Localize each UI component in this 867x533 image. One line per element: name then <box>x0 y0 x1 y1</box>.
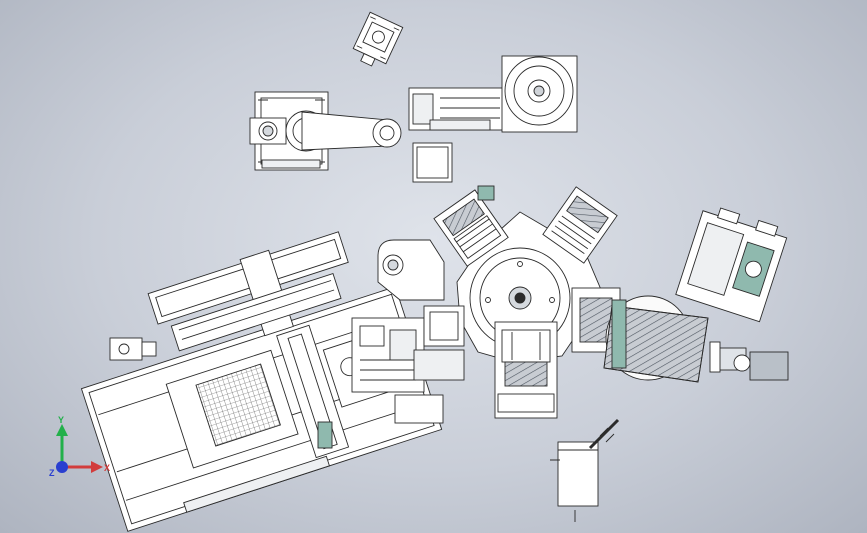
coordinate-triad: Y X Z <box>49 415 110 478</box>
cam-block[interactable] <box>377 239 445 301</box>
camera-unit[interactable] <box>709 341 789 381</box>
far-right-module[interactable] <box>675 203 789 323</box>
small-vise-part[interactable] <box>350 11 404 71</box>
triad-y-label: Y <box>58 415 64 425</box>
rotary-arm-assembly[interactable] <box>249 91 402 171</box>
triad-x-label: X <box>104 463 110 473</box>
probe-block[interactable] <box>550 418 620 522</box>
right-conveyor-station[interactable] <box>571 287 709 383</box>
linkage-area[interactable] <box>351 305 465 424</box>
station-upper-left[interactable] <box>433 189 509 267</box>
teal-bracket <box>317 421 333 449</box>
station-upper-right[interactable] <box>542 186 618 264</box>
triad-z-label: Z <box>49 468 55 478</box>
linear-rail-upper[interactable] <box>147 228 362 366</box>
teal-bracket-2 <box>477 185 495 201</box>
motor-left[interactable] <box>109 337 157 361</box>
bowl-feeder-assembly[interactable] <box>408 55 578 133</box>
square-plate[interactable] <box>412 142 453 183</box>
station-bottom[interactable] <box>494 321 558 419</box>
